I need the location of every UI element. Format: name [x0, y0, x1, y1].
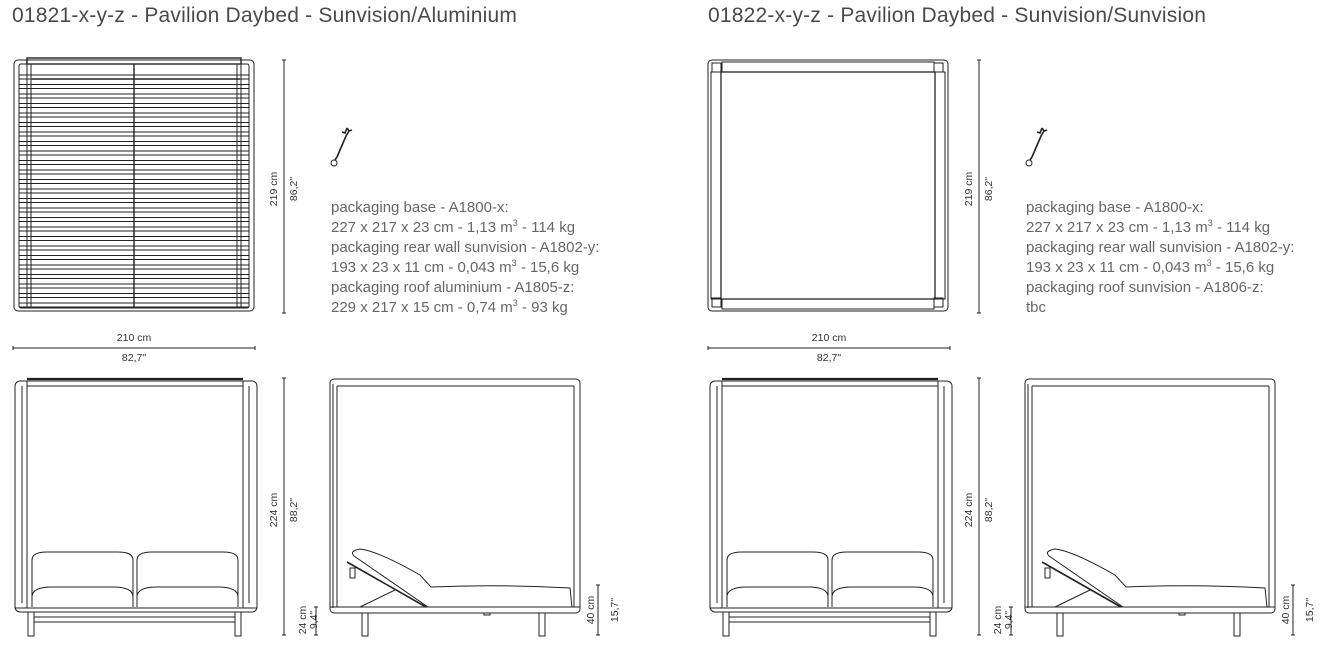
packaging-rear-wall-spec: 193 x 23 x 11 cm - 0,043 m3 - 15,6 kg: [331, 258, 580, 277]
seat-height-in: 15,7": [609, 597, 621, 623]
front-view: [14, 377, 318, 637]
frame-outline: [13, 59, 255, 312]
front-height-cm: 224 cm: [268, 492, 280, 528]
frame-outline: [329, 378, 581, 614]
back-cushion: [136, 551, 239, 607]
seat-cushion: [136, 586, 239, 607]
backrest-board: [346, 561, 427, 608]
packaging-roof-label: packaging roof aluminium - A1805-z:: [331, 279, 575, 296]
packaging-base-label: packaging base - A1800-x:: [331, 199, 509, 216]
leg: [27, 611, 35, 637]
packaging-roof-spec: 229 x 217 x 15 cm - 0,74 m3 - 93 kg: [331, 298, 568, 317]
packaging-roof-label: packaging roof sunvision - A1806-z:: [1026, 279, 1264, 296]
leg: [929, 611, 937, 637]
roof-bar-left: [710, 71, 722, 300]
frame-outline: [709, 380, 953, 613]
wrench-shaft: [1029, 156, 1033, 161]
corner-block: [711, 62, 722, 73]
front-height-in: 88,2": [983, 497, 995, 523]
roof-bar-bottom: [721, 298, 935, 310]
packaging-base-spec: 227 x 217 x 23 cm - 1,13 m3 - 114 kg: [1026, 218, 1271, 237]
packaging-info: packaging base - A1800-x: 227 x 217 x 23…: [331, 198, 599, 318]
packaging-roof-spec: tbc: [1026, 299, 1047, 316]
seat-height-cm: 40 cm: [585, 595, 597, 625]
packaging-rear-wall-spec: 193 x 23 x 11 cm - 0,043 m3 - 15,6 kg: [1026, 258, 1275, 277]
front-height-in: 88,2": [288, 497, 300, 523]
top-width-cm: 210 cm: [116, 332, 152, 344]
roof-bar-right: [934, 71, 946, 300]
sunvision-panel: [720, 71, 936, 300]
top-depth-cm: 219 cm: [268, 171, 280, 207]
back-cushion: [726, 551, 829, 607]
frame-outline: [707, 59, 949, 312]
back-cushion: [831, 551, 934, 607]
packaging-rear-wall-label: packaging rear wall sunvision - A1802-y:: [1026, 239, 1295, 256]
top-width-cm: 210 cm: [811, 332, 847, 344]
leg: [538, 612, 546, 637]
top-depth-cm: 219 cm: [963, 171, 975, 207]
seat-cushion: [726, 586, 829, 607]
base-height-in: 9,4": [308, 610, 320, 630]
backrest-stopper: [1044, 567, 1051, 579]
top-view: [12, 57, 286, 350]
connector: [1178, 612, 1186, 616]
wrench-ring: [1025, 159, 1033, 167]
leg: [234, 611, 242, 637]
backrest-strut: [1054, 589, 1091, 608]
rear-wall-bar: [26, 57, 242, 65]
top-width-in: 82,7": [121, 352, 147, 364]
frame-outline: [1024, 378, 1276, 614]
top-view: [707, 59, 981, 350]
side-view: [329, 378, 600, 637]
corner-block: [933, 297, 944, 308]
product-title: 01822-x-y-z - Pavilion Daybed - Sunvisio…: [708, 4, 1207, 27]
backrest-strut: [359, 589, 396, 608]
lounger-cushion: [1047, 548, 1268, 608]
connector: [483, 612, 491, 616]
product-title: 01821-x-y-z - Pavilion Daybed - Sunvisio…: [12, 4, 518, 27]
wrench-handle: [1031, 127, 1048, 158]
top-width-in: 82,7": [816, 352, 842, 364]
leg: [361, 612, 369, 637]
wrench-icon: [1025, 127, 1048, 167]
packaging-info: packaging base - A1800-x: 227 x 217 x 23…: [1026, 198, 1294, 318]
wrench-icon: [330, 127, 353, 167]
top-depth-in: 86,2": [983, 176, 995, 202]
side-view: [1024, 378, 1295, 637]
lounger-cushion: [352, 548, 573, 608]
frame-outline: [14, 380, 258, 613]
leg: [1056, 612, 1064, 637]
wrench-ring: [330, 159, 338, 167]
seat-cushion: [831, 586, 934, 607]
packaging-base-spec: 227 x 217 x 23 cm - 1,13 m3 - 114 kg: [331, 218, 576, 237]
base-height-in: 9,4": [1003, 610, 1015, 630]
packaging-base-label: packaging base - A1800-x:: [1026, 199, 1204, 216]
wrench-shaft: [334, 156, 338, 161]
front-height-cm: 224 cm: [963, 492, 975, 528]
back-cushion: [31, 551, 134, 607]
seat-height-cm: 40 cm: [1280, 595, 1292, 625]
roof-bar-top: [721, 61, 935, 73]
packaging-rear-wall-label: packaging rear wall sunvision - A1802-y:: [331, 239, 600, 256]
leg: [722, 611, 730, 637]
corner-block: [711, 297, 722, 308]
top-depth-in: 86,2": [288, 176, 300, 202]
front-view: [709, 377, 1013, 637]
seat-height-in: 15,7": [1304, 597, 1316, 623]
backrest-stopper: [349, 567, 356, 579]
leg: [1233, 612, 1241, 637]
seat-cushion: [31, 586, 134, 607]
wrench-handle: [336, 127, 353, 158]
backrest-board: [1041, 561, 1122, 608]
corner-block: [933, 62, 944, 73]
